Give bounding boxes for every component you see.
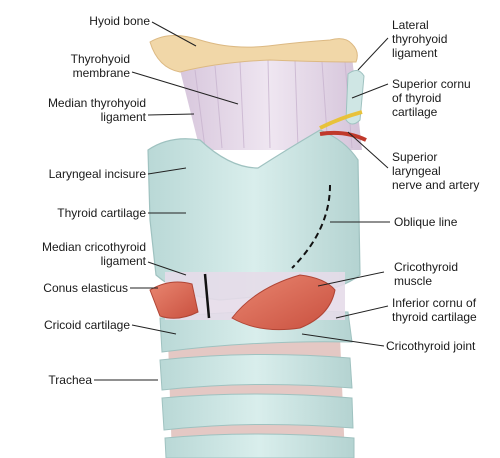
label-inferior-cornu-line2: thyroid cartilage	[392, 310, 477, 324]
superior-laryngeal-artery	[319, 130, 367, 142]
oblique-line-dashed	[291, 184, 331, 269]
hyoid-bone-shape	[149, 35, 358, 73]
label-conus-elasticus: Conus elasticus	[0, 281, 128, 295]
label-oblique-line-text: Oblique line	[394, 215, 458, 229]
label-trachea-text: Trachea	[48, 373, 92, 387]
cricothyroid-muscle-left	[149, 281, 199, 319]
label-hyoid-bone: Hyoid bone	[40, 14, 150, 28]
label-median-thyrohyoid-line2: ligament	[100, 110, 146, 124]
label-inferior-cornu: Inferior cornu of thyroid cartilage	[392, 296, 477, 324]
label-conus-elasticus-text: Conus elasticus	[43, 281, 128, 295]
label-median-cricothyroid-line1: Median cricothyroid	[41, 240, 146, 254]
label-hyoid-bone-text: Hyoid bone	[89, 14, 150, 28]
label-cricoid-cartilage-text: Cricoid cartilage	[43, 318, 130, 332]
label-superior-cornu: Superior cornu of thyroid cartilage	[392, 77, 471, 119]
label-cricothyroid-muscle-line1: Cricothyroid	[394, 260, 459, 274]
superior-laryngeal-nerve	[319, 110, 363, 130]
leader-lines	[94, 21, 390, 381]
label-superior-cornu-line2: of thyroid	[392, 91, 442, 105]
label-superior-laryngeal-nerve-artery: Superior laryngeal nerve and artery	[392, 150, 479, 192]
label-lateral-thyrohyoid-ligament: Lateral thyrohyoid ligament	[392, 18, 447, 60]
label-inferior-cornu-line1: Inferior cornu of	[392, 296, 477, 310]
label-laryngeal-incisure-text: Laryngeal incisure	[48, 167, 146, 181]
label-thyroid-cartilage-text: Thyroid cartilage	[57, 206, 146, 220]
label-thyroid-cartilage: Thyroid cartilage	[0, 206, 146, 220]
label-superior-cornu-line1: Superior cornu	[392, 77, 471, 91]
label-laryngeal-incisure: Laryngeal incisure	[0, 167, 146, 181]
label-cricothyroid-muscle: Cricothyroid muscle	[394, 260, 458, 288]
label-superior-laryngeal-line3: nerve and artery	[392, 178, 480, 192]
label-trachea: Trachea	[0, 373, 92, 387]
label-cricoid-cartilage: Cricoid cartilage	[0, 318, 130, 332]
label-cricothyroid-muscle-line2: muscle	[394, 274, 433, 288]
trachea-shape	[159, 336, 355, 458]
label-lateral-thyrohyoid-line2: thyrohyoid	[392, 32, 448, 46]
label-median-thyrohyoid-line1: Median thyrohyoid	[47, 96, 146, 110]
label-superior-laryngeal-line1: Superior	[392, 150, 438, 164]
label-thyrohyoid-membrane-line2: membrane	[72, 66, 130, 80]
median-cricothyroid-ligament-line	[203, 273, 211, 319]
label-superior-cornu-line3: cartilage	[392, 105, 438, 119]
label-median-cricothyroid-line2: ligament	[100, 254, 146, 268]
label-cricothyroid-joint-text: Cricothyroid joint	[386, 339, 476, 353]
label-lateral-thyrohyoid-line3: ligament	[392, 46, 438, 60]
label-cricothyroid-joint: Cricothyroid joint	[386, 339, 475, 353]
cricothyroid-muscle-right	[231, 274, 336, 331]
label-median-thyrohyoid-ligament: Median thyrohyoid ligament	[0, 96, 146, 124]
label-median-cricothyroid-ligament: Median cricothyroid ligament	[0, 240, 146, 268]
label-lateral-thyrohyoid-line1: Lateral	[392, 18, 429, 32]
label-thyrohyoid-membrane: Thyrohyoid membrane	[40, 52, 130, 80]
label-oblique-line: Oblique line	[394, 215, 457, 229]
thyrohyoid-membrane-shape	[178, 53, 362, 150]
label-superior-laryngeal-line2: laryngeal	[392, 164, 441, 178]
label-thyrohyoid-membrane-line1: Thyrohyoid	[70, 52, 130, 66]
